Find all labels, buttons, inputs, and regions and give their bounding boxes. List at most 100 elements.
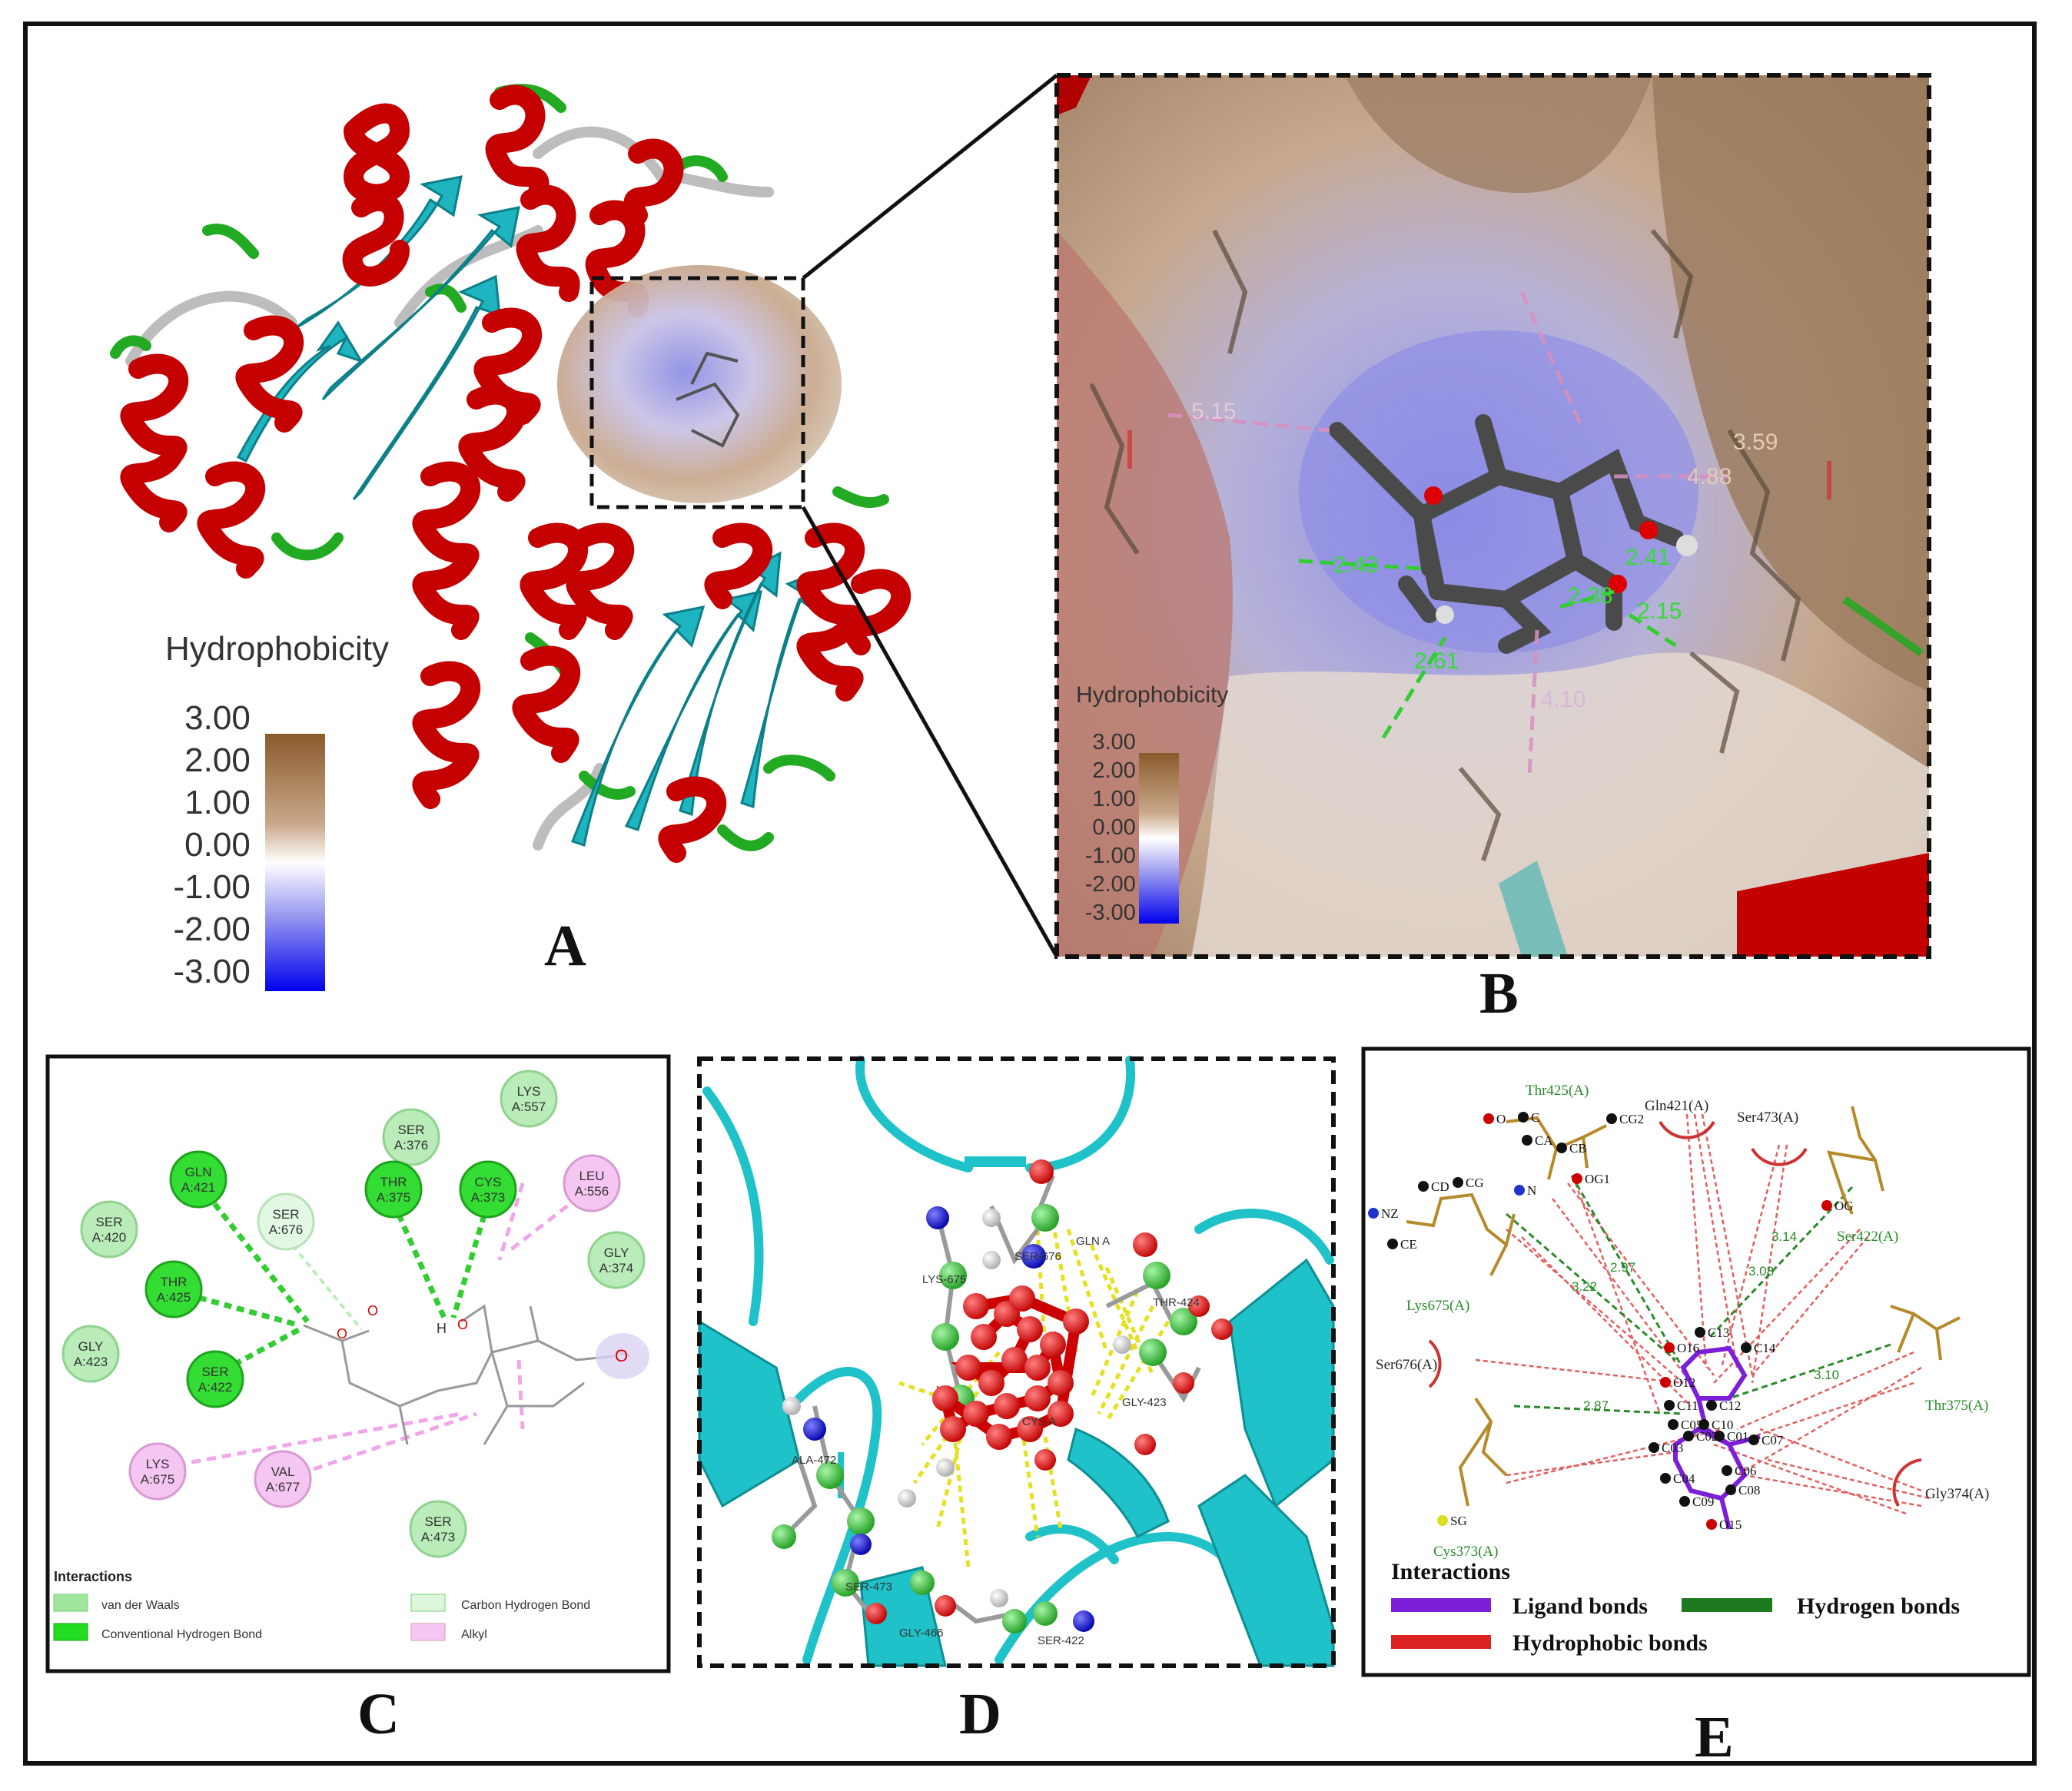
panel-b-distances: 5.15 3.59 4.88 2.43 2.61 2.38 2.41 2.15 … — [1191, 399, 1778, 712]
svg-text:A:422: A:422 — [198, 1380, 232, 1395]
e-atom-label: CG — [1466, 1176, 1484, 1190]
e-atom-dot — [1668, 1419, 1679, 1430]
atom-ball — [1173, 1372, 1194, 1394]
atom-ball — [910, 1570, 935, 1595]
ligand-atom — [932, 1385, 958, 1411]
legend-alkyl: Alkyl — [461, 1628, 487, 1641]
b-dist-7: 2.41 — [1625, 545, 1670, 570]
dist-5: 3.10 — [1814, 1368, 1839, 1382]
e-atom-dot — [1679, 1496, 1690, 1507]
ligand-atom — [994, 1393, 1020, 1419]
e-atom-dot — [1695, 1327, 1705, 1338]
atom-ball — [1021, 1244, 1046, 1269]
e-atom-dot — [1722, 1465, 1732, 1476]
e-atom-dot — [1556, 1143, 1567, 1153]
panel-a-zoom-box — [589, 276, 805, 509]
svg-text:A:676: A:676 — [269, 1222, 303, 1237]
svg-text:A:473: A:473 — [421, 1530, 455, 1544]
e-atom-dot — [1418, 1181, 1429, 1192]
b-dist-5: 2.61 — [1414, 648, 1459, 674]
e-atom-dot — [1522, 1135, 1532, 1146]
e-atom-dot — [1664, 1342, 1675, 1353]
atom-ball — [1033, 1601, 1058, 1626]
e-atom-dot — [1387, 1239, 1398, 1249]
res-ser473: Ser473(A) — [1737, 1109, 1798, 1126]
atom-ball — [1139, 1338, 1167, 1366]
atom-ball — [990, 1589, 1008, 1607]
svg-text:A:376: A:376 — [394, 1138, 428, 1153]
scale-tick: 1.00 — [1092, 787, 1136, 811]
dist-1: 2.97 — [1610, 1260, 1635, 1275]
scale-tick: -1.00 — [173, 868, 251, 906]
e-atom-label: C02 — [1696, 1429, 1718, 1444]
panel-e-legend-title: Interactions — [1391, 1559, 1510, 1584]
panel-d-label: LYS-675 — [922, 1273, 966, 1286]
svg-text:LYS: LYS — [517, 1084, 541, 1099]
svg-text:LEU: LEU — [579, 1169, 604, 1183]
svg-text:GLY: GLY — [604, 1245, 629, 1260]
e-atom-label: C07 — [1762, 1433, 1784, 1448]
e-atom-label: CB — [1569, 1141, 1587, 1156]
scale-tick: -2.00 — [173, 910, 251, 948]
e-atom-label: C — [1531, 1110, 1539, 1125]
atom-o-1: O — [337, 1326, 347, 1342]
legend-ligand-bonds: Ligand bonds — [1512, 1594, 1648, 1619]
atom-ball — [1029, 1159, 1054, 1184]
atom-o-4: O — [615, 1346, 628, 1365]
scale-tick: -2.00 — [1084, 872, 1136, 897]
scale-tick: 3.00 — [184, 699, 251, 737]
e-atom-dot — [1706, 1519, 1717, 1530]
svg-text:VAL: VAL — [271, 1464, 295, 1479]
e-atom-label: N — [1527, 1183, 1536, 1198]
panel-label-b: B — [1479, 961, 1519, 1026]
svg-text:CYS: CYS — [475, 1175, 502, 1189]
svg-text:SER: SER — [96, 1215, 123, 1229]
e-atom-dot — [1660, 1377, 1671, 1388]
panel-b-scale-title: Hydrophobicity — [1076, 682, 1229, 708]
e-atom-dot — [1714, 1431, 1725, 1441]
panel-label-a: A — [544, 914, 586, 978]
atom-h: H — [437, 1321, 447, 1336]
svg-text:A:421: A:421 — [181, 1180, 215, 1195]
svg-text:SER: SER — [398, 1123, 425, 1137]
atom-ball — [1170, 1308, 1197, 1335]
e-atom-label: C09 — [1692, 1494, 1714, 1509]
dist-4: 3.08 — [1748, 1264, 1774, 1279]
panel-d-label: SER-473 — [845, 1580, 892, 1594]
atom-ball — [1002, 1609, 1027, 1633]
scale-tick: -3.00 — [173, 953, 251, 990]
panel-a-hydrophobicity-bar — [265, 734, 325, 991]
res-gln421: Gln421(A) — [1645, 1098, 1708, 1114]
e-atom-dot — [1725, 1484, 1736, 1495]
ligand-atom — [1017, 1316, 1043, 1342]
res-cys373: Cys373(A) — [1433, 1544, 1498, 1560]
b-dist-2: 3.59 — [1733, 430, 1778, 455]
e-atom-label: O — [1496, 1112, 1506, 1126]
e-atom-label: C06 — [1735, 1464, 1756, 1478]
e-atom-dot — [1660, 1473, 1671, 1484]
ligand-atom — [963, 1401, 989, 1427]
svg-text:SER: SER — [425, 1514, 452, 1529]
panel-label-c: C — [357, 1682, 400, 1746]
svg-text:A:375: A:375 — [377, 1190, 410, 1205]
e-atom-label: C11 — [1677, 1398, 1698, 1413]
svg-text:A:425: A:425 — [157, 1290, 191, 1305]
panel-d-label: GLN A — [1076, 1235, 1110, 1248]
legend-hydrogen-bonds: Hydrogen bonds — [1797, 1594, 1960, 1619]
panel-d-label: SER-422 — [1038, 1634, 1084, 1647]
atom-ball — [1211, 1318, 1233, 1340]
panel-c-interactions: LYSA:557SERA:376GLNA:421SERA:676THRA:375… — [53, 1070, 649, 1641]
e-atom-label: SG — [1450, 1514, 1467, 1528]
atom-ball — [982, 1209, 1001, 1227]
e-atom-dot — [1453, 1177, 1463, 1188]
scale-tick: 0.00 — [184, 826, 251, 864]
e-atom-label: C10 — [1712, 1418, 1733, 1432]
panel-b-hydrophobicity-bar — [1139, 753, 1179, 924]
scale-tick: 1.00 — [184, 784, 251, 821]
atom-ball — [772, 1524, 796, 1549]
ligand-atom — [1001, 1347, 1028, 1373]
